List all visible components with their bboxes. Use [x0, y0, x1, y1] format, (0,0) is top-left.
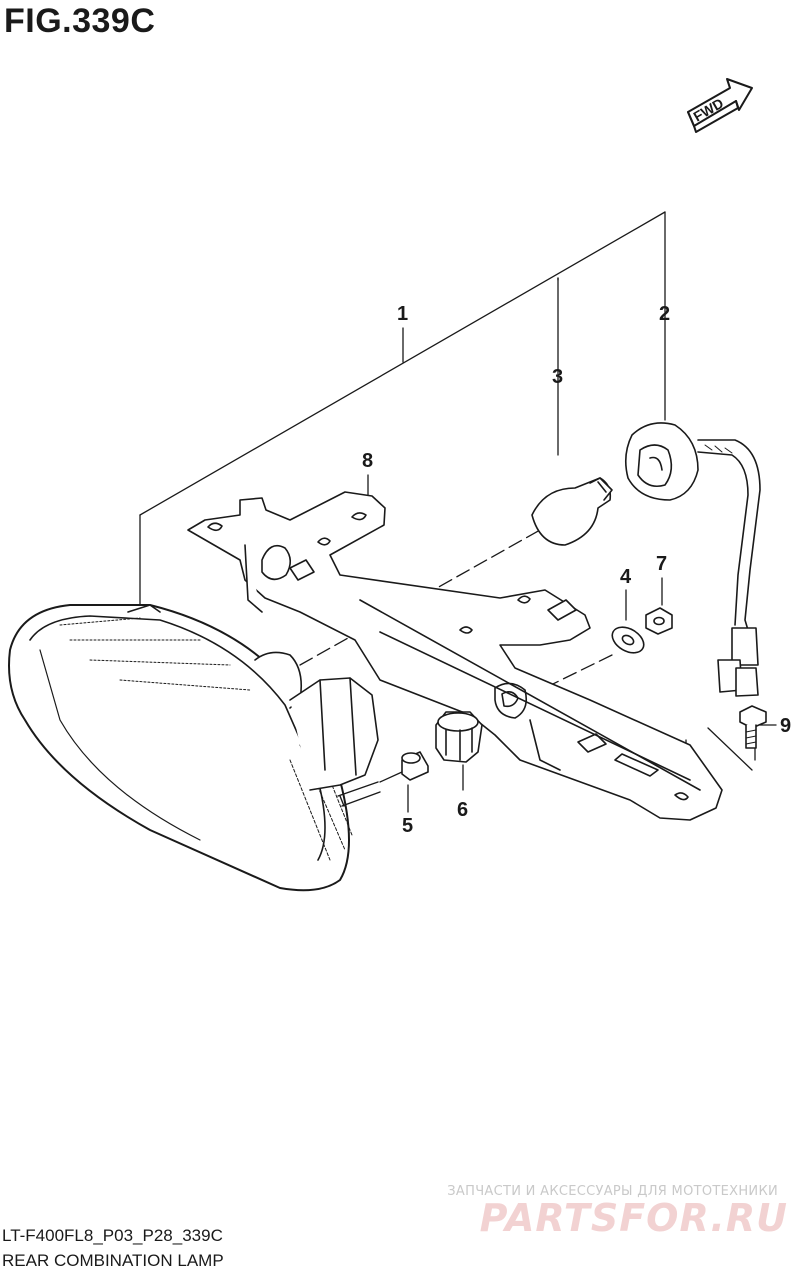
- bulb-part: [531, 477, 613, 546]
- bracket-part: [187, 491, 723, 821]
- bolt-part: [739, 705, 767, 749]
- nut-6-part: [435, 711, 483, 763]
- watermark-tagline: ЗАПЧАСТИ И АКСЕССУАРЫ ДЛЯ МОТОТЕХНИКИ: [447, 1184, 778, 1199]
- callout-1: 1: [397, 303, 408, 325]
- callout-2: 2: [659, 303, 670, 325]
- nut-7-part: [645, 607, 673, 635]
- figure-title: FIG.339C: [4, 2, 156, 40]
- callout-4: 4: [620, 566, 632, 588]
- callout-numbers: 1 2 3 4 5 6 7 8 9: [362, 303, 791, 837]
- forward-arrow-icon: FWD: [687, 78, 753, 133]
- socket-harness-part: [624, 422, 761, 697]
- lamp-assembly-part: [8, 604, 381, 892]
- diagram-code: LT-F400FL8_P03_P28_339C: [2, 1226, 223, 1245]
- washer-part: [611, 626, 645, 654]
- spacer-part: [401, 751, 429, 781]
- callout-9: 9: [780, 715, 791, 737]
- watermark-brand: PARTSFOR.RU: [479, 1196, 788, 1240]
- leader-lines: [139, 211, 777, 813]
- diagram-caption: REAR COMBINATION LAMP: [2, 1251, 224, 1270]
- callout-5: 5: [402, 815, 413, 837]
- callout-6: 6: [457, 799, 468, 821]
- callout-8: 8: [362, 450, 373, 472]
- callout-3: 3: [552, 366, 563, 388]
- callout-7: 7: [656, 553, 667, 575]
